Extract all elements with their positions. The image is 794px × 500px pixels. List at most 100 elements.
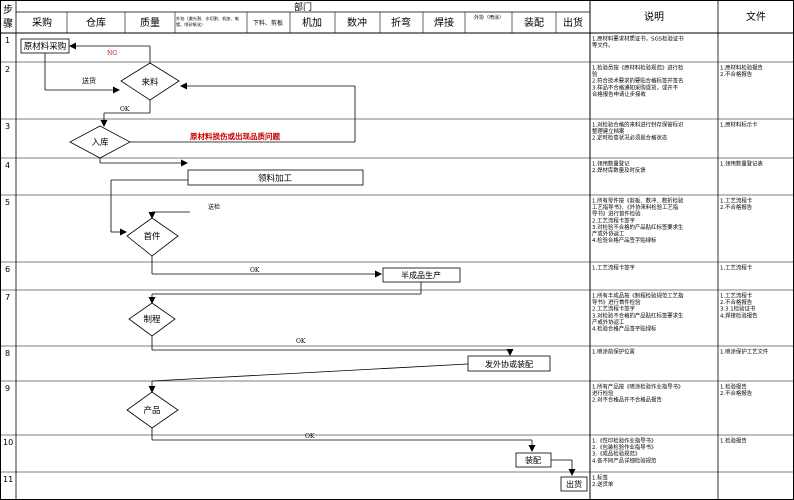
document-line: 1.工艺流程卡 xyxy=(720,292,753,300)
description-line: 产或外协返工 xyxy=(592,230,625,238)
purchase-box-label: 原材料采购 xyxy=(24,41,67,52)
document-line: 2.不合格报告 xyxy=(720,298,753,306)
issue-box-label: 领料加工 xyxy=(258,173,293,184)
description-line: 1.检验员按《原材料检验规范》进行检 xyxy=(592,64,684,72)
description-line: 1.领用数量登记 xyxy=(592,160,630,168)
description-line: 3.对检验不合格的产品贴红标签要求生 xyxy=(592,223,684,231)
document-line: 1.检验报告 xyxy=(720,437,747,445)
ok-label-6: OK xyxy=(250,267,260,274)
dept-cutting: 下料、剪板 xyxy=(253,19,283,27)
description-line: 2.工艺流程卡签字 xyxy=(592,216,635,224)
document-line: 1.原材料检验报告 xyxy=(720,64,763,72)
ng-label: NG xyxy=(107,50,117,57)
description-line: 1.对检验合格的来料进行封存保管标识 xyxy=(592,121,684,129)
ok-label-10: OK xyxy=(305,433,315,440)
description-line: 合格报告申请让步接收 xyxy=(592,90,647,98)
dept-shipping: 出货 xyxy=(563,16,583,29)
step-number: 4 xyxy=(5,161,10,170)
dept-outsource-painting: 外协（喷涂） xyxy=(473,15,504,21)
description-header: 说明 xyxy=(644,10,664,23)
step-number: 10 xyxy=(3,438,13,447)
delivery-label: 送货 xyxy=(82,76,96,85)
semi-product-box xyxy=(382,267,461,283)
department-header: 部门 xyxy=(294,1,312,13)
dept-bending: 折弯 xyxy=(391,16,411,29)
assembly-box-label: 装配 xyxy=(525,455,541,465)
description-line: 1.工艺流程卡签字 xyxy=(592,264,635,272)
document-line: 1.检验报告 xyxy=(720,383,747,391)
semi-product-box-label: 半成品生产 xyxy=(401,270,441,280)
description-line: 4.检验合格产品签字贴绿标 xyxy=(592,325,657,333)
step-number: 11 xyxy=(3,475,13,484)
document-line: 2.不合格报告 xyxy=(720,70,753,78)
description-line: 3.《成品检验规范》 xyxy=(592,450,640,458)
dept-assembly: 装配 xyxy=(524,16,544,29)
document-line: 1.工艺流程卡 xyxy=(720,197,753,205)
outsource-box xyxy=(467,355,551,372)
description-line: 2.《包装检验作业指导书》 xyxy=(592,443,656,451)
document-line: 1.喷涂保护工艺文件 xyxy=(720,348,769,356)
document-line: 2.不合格报告 xyxy=(720,389,753,397)
step-number: 8 xyxy=(5,349,10,358)
description-line: 1.所有零件按《剪板、数冲、数折检验 xyxy=(592,197,684,205)
ship-box-label: 出货 xyxy=(566,479,582,489)
dept-welding: 焊接 xyxy=(434,16,454,29)
step-number: 5 xyxy=(5,198,10,207)
document-line: 1.原材料标示卡 xyxy=(720,121,758,129)
dept-machining: 机加 xyxy=(302,16,322,29)
step-number: 9 xyxy=(5,384,10,393)
incoming-diamond-label: 来料 xyxy=(141,77,159,88)
description-line: 1.原材料要求材质证书，SGS检验证书 xyxy=(592,35,684,43)
step-number: 1 xyxy=(5,36,10,45)
step-number: 6 xyxy=(5,265,10,274)
description-line: 4.检验合格产品签字贴绿标 xyxy=(592,236,657,244)
dept-purchase: 采购 xyxy=(32,16,52,29)
description-line: 1.所有半成品按《制程检验规范工艺指 xyxy=(592,292,684,300)
process-diamond-label: 制程 xyxy=(143,314,161,325)
document-line: 2.不合格报告 xyxy=(720,203,753,211)
first-piece-diamond-label: 首件 xyxy=(143,231,161,242)
description-line: 1.标签 xyxy=(592,474,609,482)
description-line: 整理建立档案 xyxy=(592,127,625,135)
description-line: 导书》进行首件检验 xyxy=(592,210,641,218)
outsource-box-label: 发外协或装配 xyxy=(485,359,533,369)
flowchart: 原材料采购 NG 送货 来料 OK 入库 原材料损伤或出现品质问题 领料加工 送… xyxy=(20,38,588,492)
dept-quality: 质量 xyxy=(140,17,160,29)
description-line: 2.送货单 xyxy=(592,480,614,488)
description-line: 验 xyxy=(592,70,598,78)
dept-outsource-machining: 外协（激光割、水切割、机加、电镀、喷砂氧化） xyxy=(176,16,239,27)
ok-label-2: OK xyxy=(120,106,130,113)
step-header-1: 步 xyxy=(3,4,13,16)
step-rows: 1 2 3 4 5 6 7 8 9 10 11 xyxy=(0,36,794,484)
document-column: 1.原材料检验报告2.不合格报告1.原材料标示卡1.领用数量登记表1.工艺流程卡… xyxy=(720,64,769,445)
description-line: 1.《性印检验作业指导书》 xyxy=(592,437,656,445)
step-header-2: 骤 xyxy=(3,18,13,30)
description-line: 4.各不同产品详细检验规范 xyxy=(592,456,657,464)
document-header: 文件 xyxy=(746,10,766,23)
description-line: 2.工艺流程卡签字 xyxy=(592,305,635,313)
description-line: 导书》进行首件检验 xyxy=(592,298,641,306)
send-inspect-label: 送检 xyxy=(208,203,220,211)
description-line: 2.焊材库数量及时反馈 xyxy=(592,166,646,174)
document-line: 4.焊接检验报告 xyxy=(720,311,758,319)
dept-punching: 数冲 xyxy=(347,16,367,29)
step-number: 7 xyxy=(5,293,10,302)
description-line: 等文件。 xyxy=(592,41,614,49)
storage-diamond-label: 入库 xyxy=(91,137,109,148)
damage-label: 原材料损伤或出现品质问题 xyxy=(190,131,280,141)
ok-label-8: OK xyxy=(296,338,306,345)
description-line: 3.样品不合格通知采购退货，或开不 xyxy=(592,83,679,91)
step-number: 3 xyxy=(5,122,10,131)
description-line: 1.所有产品按《喷涂检验作业指导书》 xyxy=(592,383,683,391)
description-line: 2.符合技术要求的要贴合格标签并签名 xyxy=(592,77,683,85)
document-line: 1.领用数量登记表 xyxy=(720,160,763,168)
description-line: 进行检验 xyxy=(592,389,614,397)
description-line: 1.喷涂前保护位置 xyxy=(592,348,635,356)
dept-warehouse: 仓库 xyxy=(86,16,106,29)
description-line: 产或外协返工 xyxy=(592,318,625,326)
description-line: 2.定时检查状况必须是合格状态 xyxy=(592,134,668,142)
